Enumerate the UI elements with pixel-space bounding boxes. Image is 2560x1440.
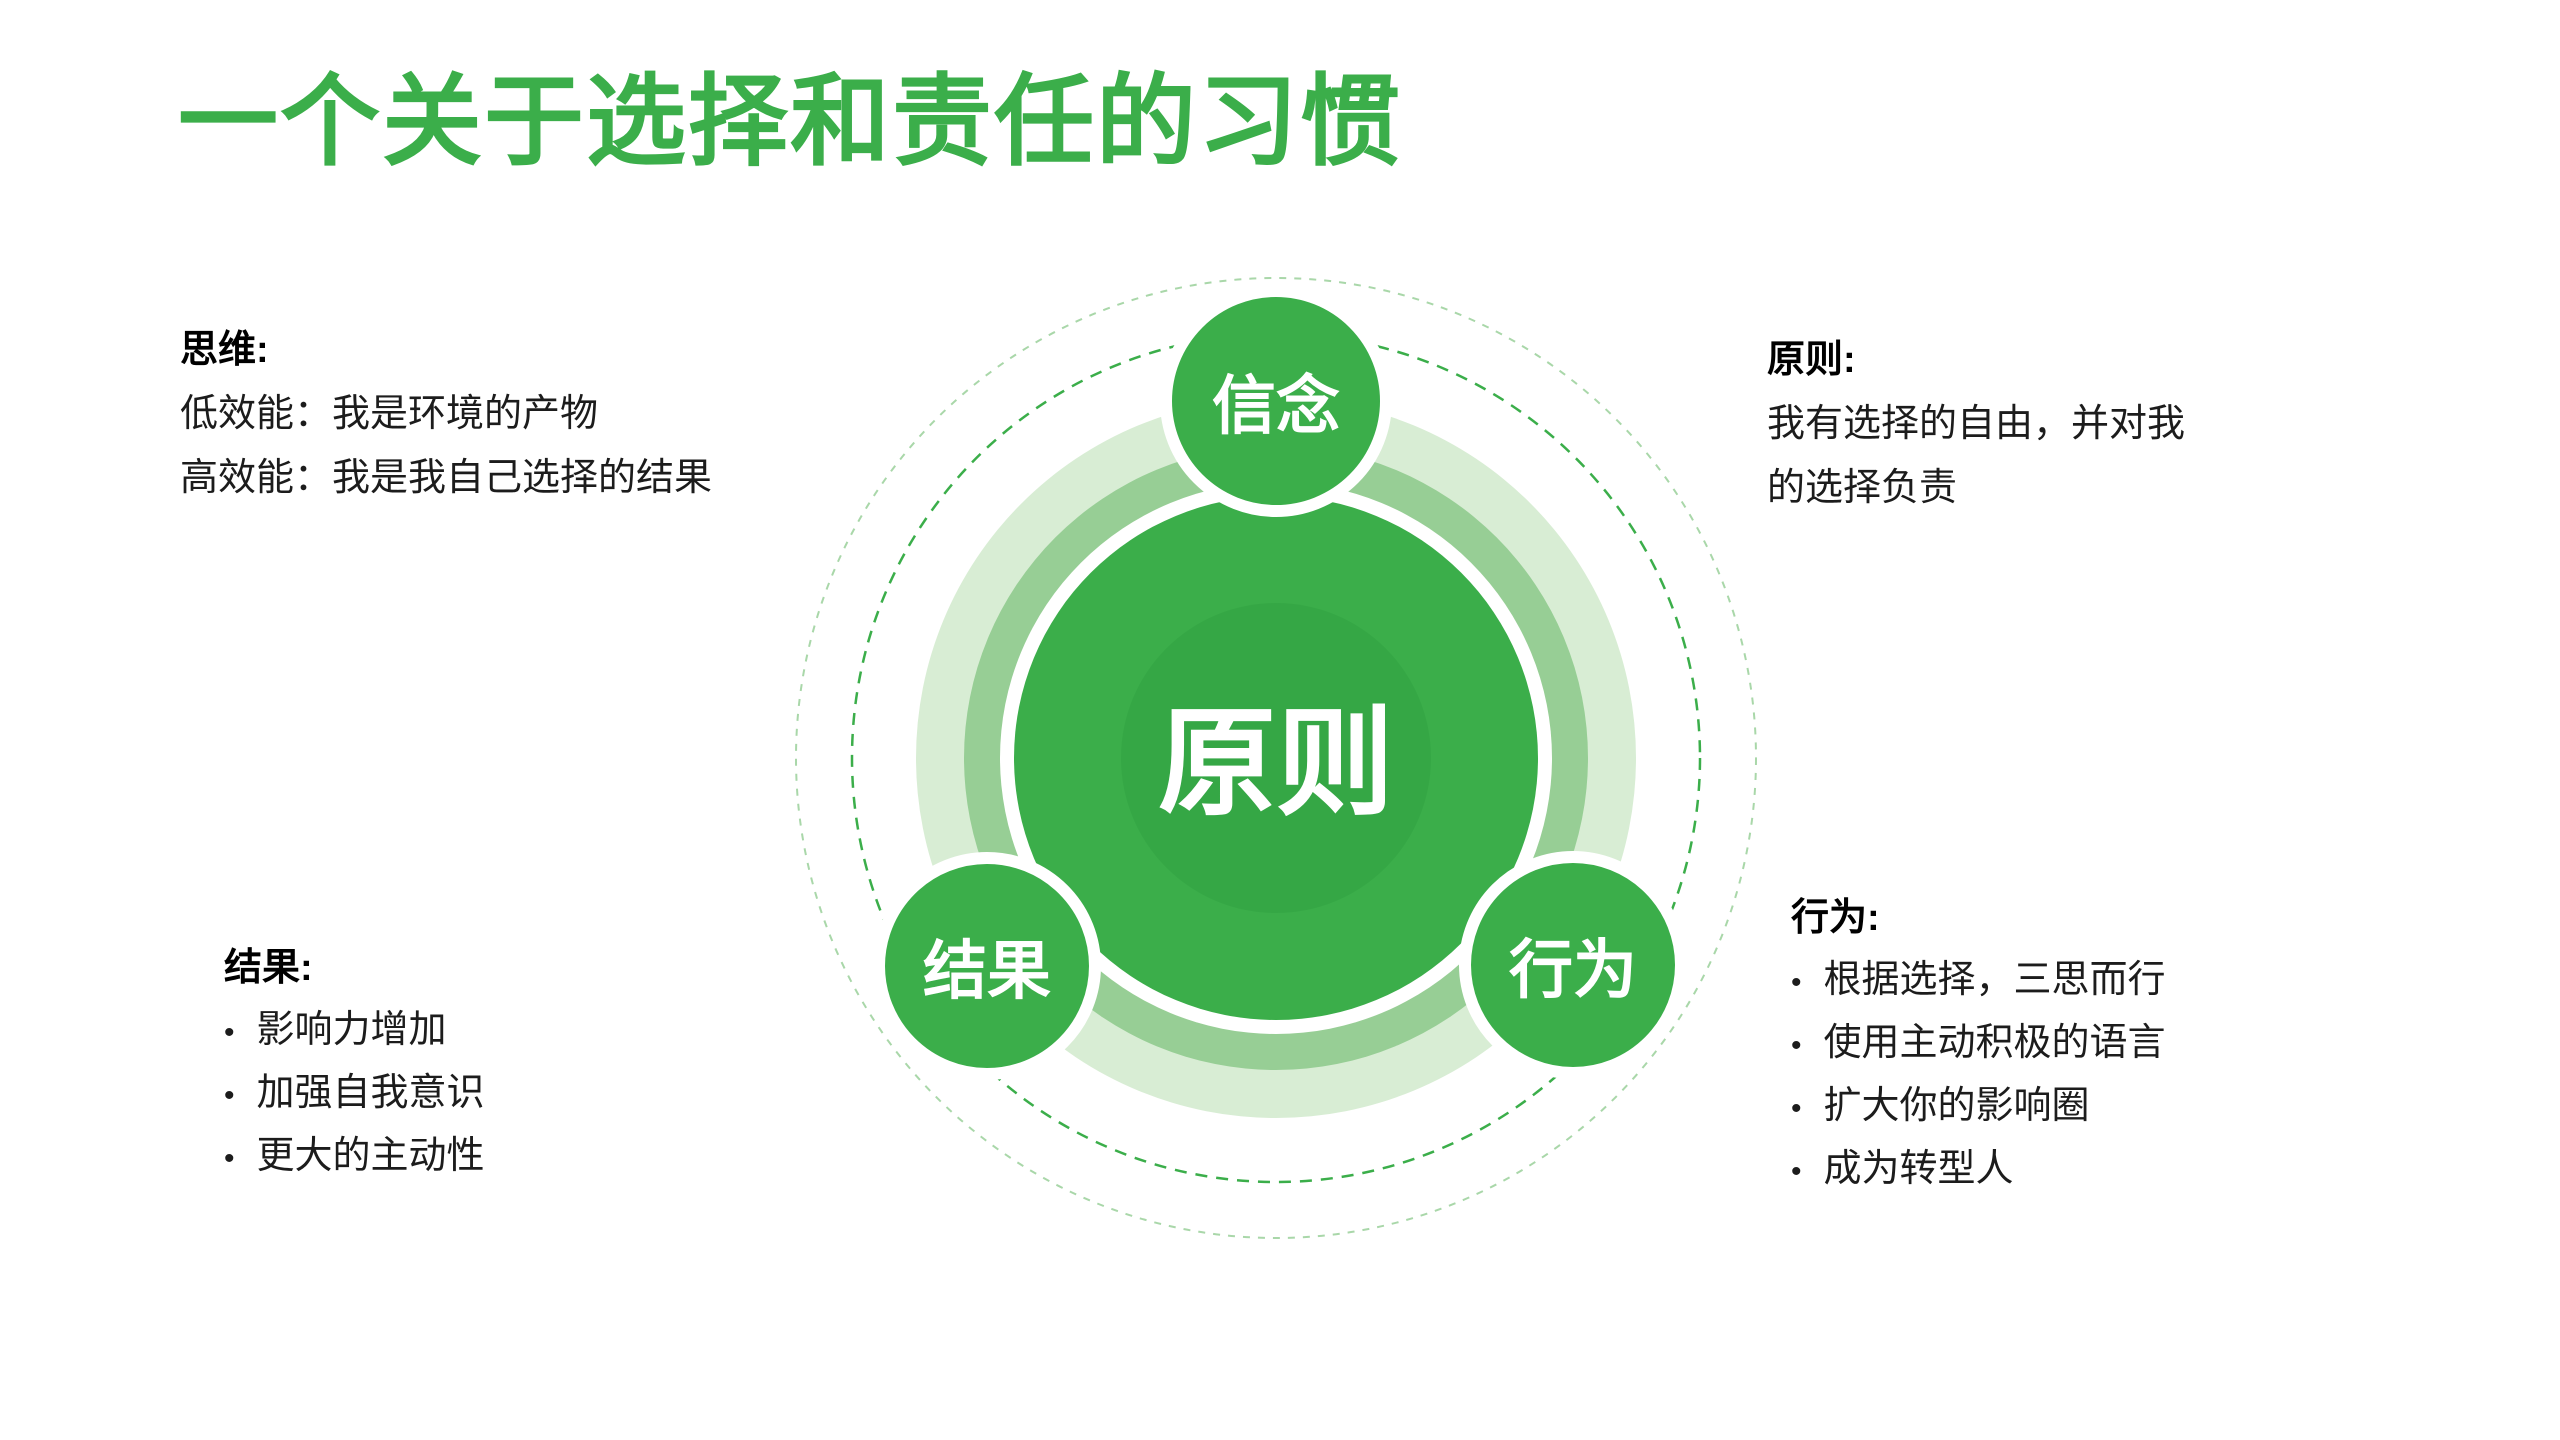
- choice-responsibility-diagram: 原则 信念 结果 行为: [790, 272, 1762, 1244]
- center-node-label: 原则: [1158, 698, 1394, 830]
- behavior-node-circle: [1459, 851, 1687, 1079]
- behavior-list: • 根据选择，三思而行 • 使用主动积极的语言 • 扩大你的影响圈 • 成为转型…: [1791, 950, 2166, 1202]
- results-block: 结果: • 影响力增加 • 加强自我意识 • 更大的主动性: [224, 936, 485, 1189]
- list-item-text: 更大的主动性: [256, 1135, 485, 1177]
- list-item-text: 加强自我意识: [256, 1072, 485, 1114]
- list-item: • 扩大你的影响圈: [1791, 1076, 2166, 1139]
- results-heading: 结果:: [224, 947, 313, 989]
- belief-node-label: 信念: [1212, 370, 1340, 442]
- mindset-heading: 思维:: [180, 329, 269, 371]
- results-node-label: 结果: [923, 935, 1051, 1007]
- mindset-line-high: 高效能：我是我自己选择的结果: [180, 457, 713, 499]
- principle-heading: 原则:: [1767, 339, 1856, 381]
- results-node-circle: [873, 852, 1101, 1080]
- bullet-icon: •: [224, 1079, 235, 1112]
- mindset-line-low: 低效能：我是环境的产物: [180, 393, 599, 435]
- mindset-block: 思维: 低效能：我是环境的产物 高效能：我是我自己选择的结果: [180, 318, 712, 510]
- bullet-icon: •: [1791, 966, 1802, 999]
- behavior-block: 行为: • 根据选择，三思而行 • 使用主动积极的语言 • 扩大你的影响圈 • …: [1791, 886, 2166, 1202]
- list-item: • 根据选择，三思而行: [1791, 950, 2166, 1013]
- behavior-node-label: 行为: [1509, 934, 1637, 1006]
- principle-block: 原则: 我有选择的自由，并对我 的选择负责: [1767, 328, 2185, 520]
- center-inner-disc: [1121, 603, 1431, 913]
- list-item: • 成为转型人: [1791, 1139, 2166, 1202]
- list-item: • 更大的主动性: [224, 1126, 485, 1189]
- list-item-text: 根据选择，三思而行: [1823, 959, 2166, 1001]
- center-node-circle: [1014, 496, 1538, 1020]
- principle-line-1: 我有选择的自由，并对我: [1767, 403, 2186, 445]
- results-list: • 影响力增加 • 加强自我意识 • 更大的主动性: [224, 1000, 485, 1189]
- list-item-text: 影响力增加: [256, 1009, 447, 1051]
- bullet-icon: •: [224, 1016, 235, 1049]
- list-item: • 使用主动积极的语言: [1791, 1013, 2166, 1076]
- belief-node-circle: [1160, 285, 1392, 517]
- behavior-heading: 行为:: [1791, 897, 1880, 939]
- list-item-text: 使用主动积极的语言: [1823, 1022, 2166, 1064]
- slide-title: 一个关于选择和责任的习惯: [178, 66, 1402, 178]
- principle-line-2: 的选择负责: [1767, 467, 1958, 509]
- outer-dashed-ring: [795, 277, 1757, 1239]
- list-item: • 加强自我意识: [224, 1063, 485, 1126]
- diagram-canvas: 原则 信念 结果 行为: [795, 277, 1757, 1239]
- list-item-text: 扩大你的影响圈: [1823, 1085, 2090, 1127]
- list-item-text: 成为转型人: [1823, 1148, 2014, 1190]
- bullet-icon: •: [1791, 1155, 1802, 1188]
- bullet-icon: •: [1791, 1029, 1802, 1062]
- bullet-icon: •: [224, 1142, 235, 1175]
- bullet-icon: •: [1791, 1092, 1802, 1125]
- list-item: • 影响力增加: [224, 1000, 485, 1063]
